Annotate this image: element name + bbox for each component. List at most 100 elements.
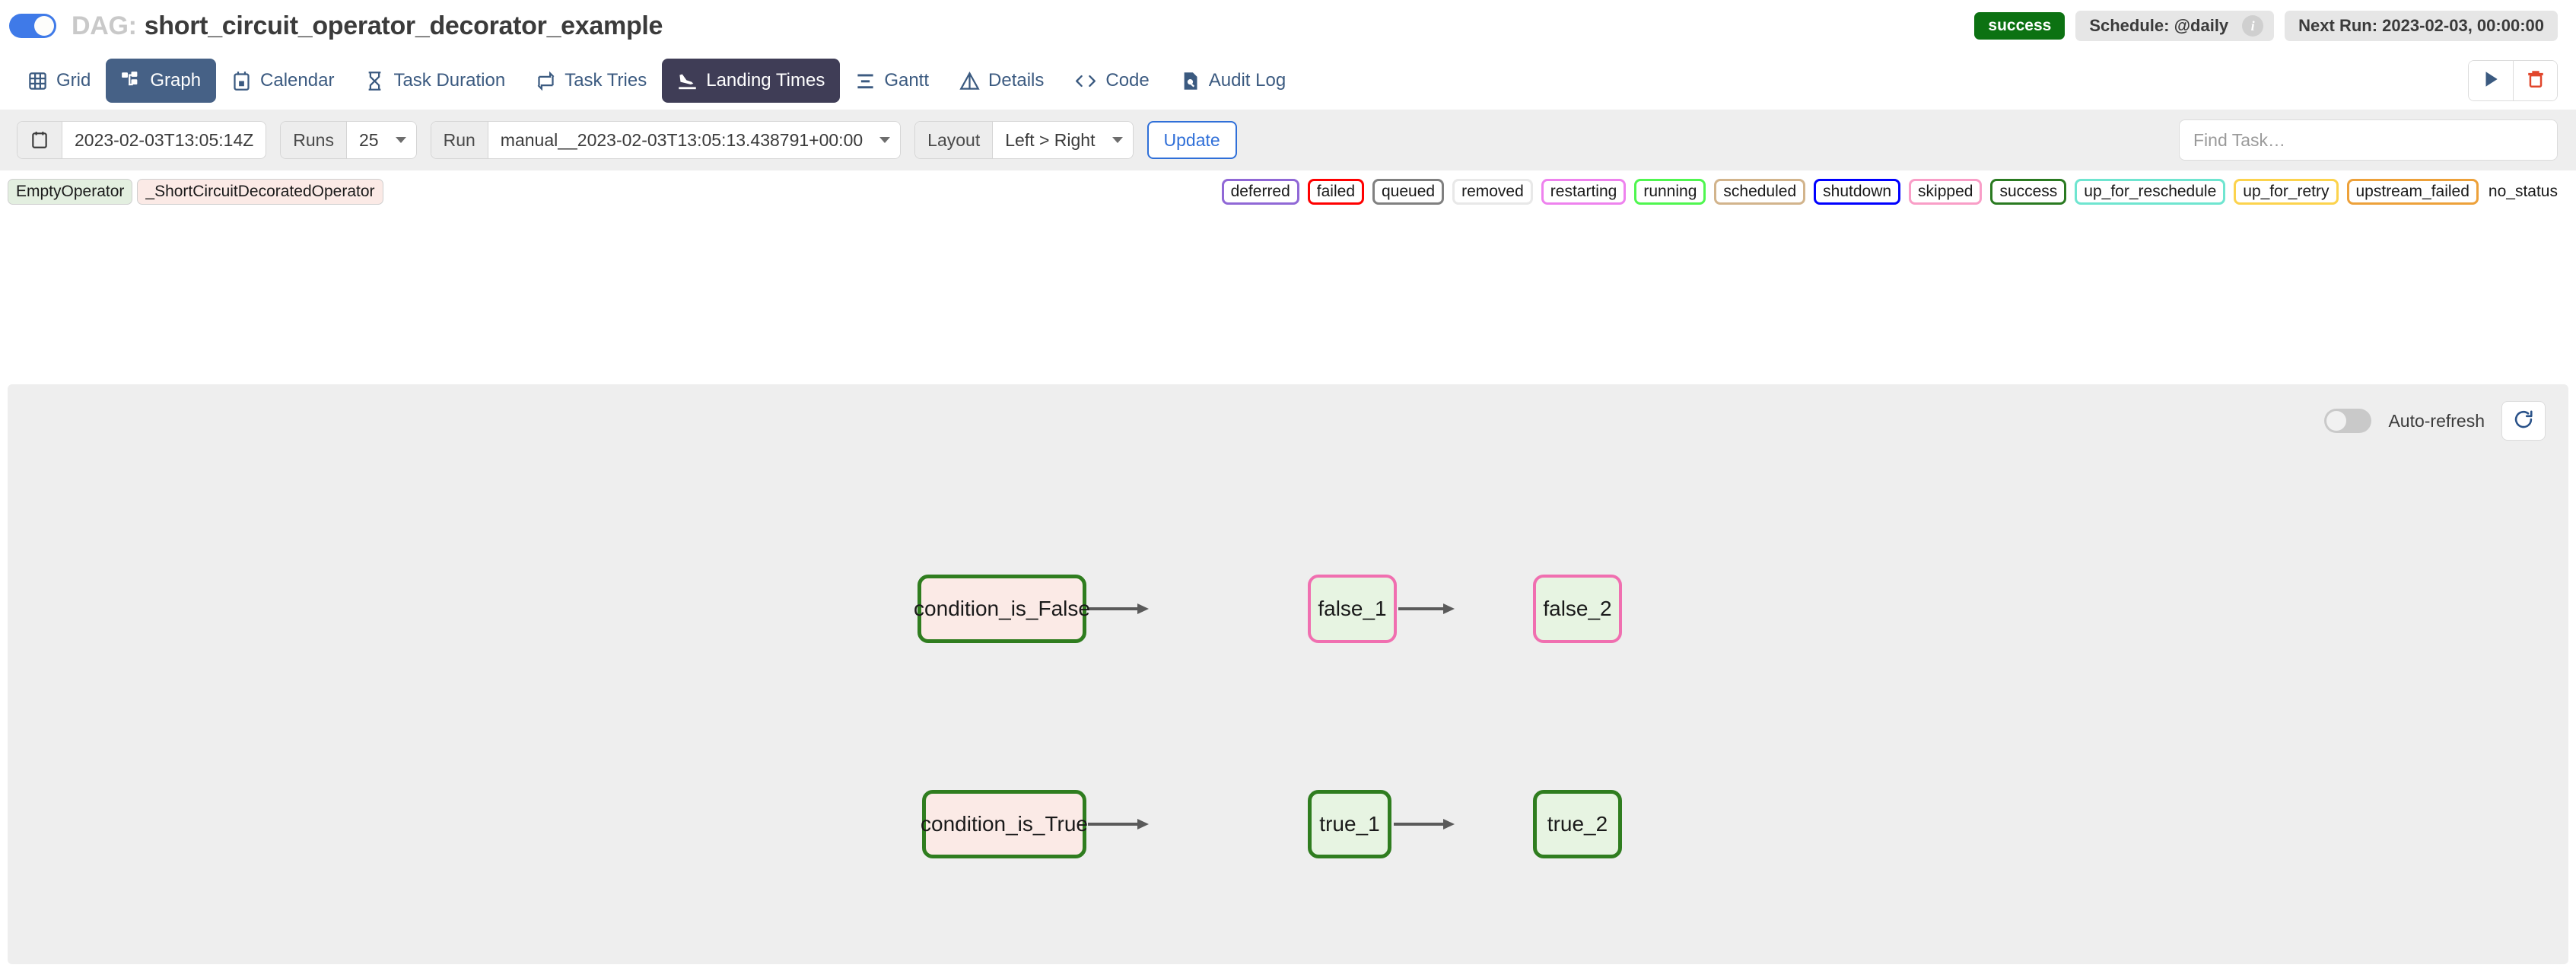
schedule-group: Schedule: @daily i (2075, 11, 2275, 41)
status-legend-pill[interactable]: upstream_failed (2346, 179, 2479, 205)
graph-filter-bar: 2023-02-03T13:05:14Z Runs 25 Run manual_… (0, 110, 2576, 170)
delete-dag-button[interactable] (2513, 61, 2557, 100)
layout-group: Layout Left > Right (914, 121, 1134, 159)
dag-prefix-label: DAG: (72, 11, 137, 40)
gantt-icon (855, 71, 876, 91)
next-run-label: Next Run: 2023-02-03, 00:00:00 (2285, 11, 2558, 41)
run-value: manual__2023-02-03T13:05:13.438791+00:00 (500, 129, 863, 150)
tab-label: Calendar (260, 70, 335, 91)
tab-grid[interactable]: Grid (12, 59, 106, 103)
status-legend-pill[interactable]: removed (1452, 179, 1533, 205)
runs-select[interactable]: 25 (346, 122, 416, 158)
layout-value: Left > Right (1005, 129, 1096, 150)
tab-label: Details (988, 70, 1045, 91)
runs-label: Runs (281, 122, 347, 158)
graph-node[interactable]: condition_is_False (914, 575, 1090, 643)
operator-legend-pill[interactable]: EmptyOperator (8, 179, 133, 205)
tab-label: Gantt (884, 70, 930, 91)
tab-label: Landing Times (706, 70, 825, 91)
hourglass-icon (364, 71, 385, 91)
runs-value: 25 (358, 129, 379, 150)
dag-status-badge: success (1974, 12, 2066, 40)
refresh-icon (2513, 409, 2534, 434)
status-legend-pill[interactable]: deferred (1221, 179, 1299, 205)
code-icon (1074, 71, 1097, 91)
graph-node[interactable]: true_2 (1533, 790, 1622, 858)
landing-plane-icon (677, 71, 698, 91)
graph-edge (1398, 603, 1455, 619)
graph-node[interactable]: true_1 (1308, 790, 1391, 858)
play-icon (2481, 69, 2501, 93)
chevron-down-icon (1111, 137, 1123, 143)
graph-node[interactable]: false_2 (1533, 575, 1622, 643)
run-select[interactable]: manual__2023-02-03T13:05:13.438791+00:00 (488, 122, 901, 158)
base-date-group: 2023-02-03T13:05:14Z (17, 121, 267, 159)
info-icon[interactable]: i (2242, 15, 2264, 37)
operator-legend-pill[interactable]: _ShortCircuitDecoratedOperator (137, 179, 383, 205)
dag-action-buttons (2468, 60, 2558, 101)
run-group: Run manual__2023-02-03T13:05:13.438791+0… (430, 121, 902, 159)
graph-icon (121, 71, 142, 91)
schedule-label: Schedule: @daily (2089, 16, 2229, 35)
auto-refresh-label: Auto-refresh (2388, 410, 2485, 431)
warning-icon (959, 71, 980, 91)
status-legend-pill[interactable]: success (1990, 179, 2067, 205)
status-legend-pill[interactable]: scheduled (1714, 179, 1806, 205)
tab-audit-log[interactable]: Audit Log (1165, 59, 1301, 103)
run-label: Run (431, 122, 488, 158)
calendar-icon (231, 71, 252, 91)
trash-icon (2526, 69, 2546, 93)
tab-landing-times[interactable]: Landing Times (662, 59, 841, 103)
layout-label: Layout (915, 122, 994, 158)
status-legend-pill[interactable]: failed (1307, 179, 1364, 205)
tab-task-tries[interactable]: Task Tries (520, 59, 662, 103)
graph-edge (1394, 818, 1455, 834)
update-button[interactable]: Update (1146, 121, 1237, 159)
tab-calendar[interactable]: Calendar (216, 59, 349, 103)
tab-label: Grid (56, 70, 91, 91)
page-title: short_circuit_operator_decorator_example (144, 11, 663, 40)
status-legend-pill[interactable]: shutdown (1814, 179, 1901, 205)
calendar-icon[interactable] (17, 122, 62, 158)
tab-label: Task Duration (393, 70, 506, 91)
tab-label: Code (1105, 70, 1150, 91)
graph-node[interactable]: false_1 (1308, 575, 1397, 643)
chevron-down-icon (879, 137, 891, 143)
dag-pause-toggle[interactable] (9, 14, 56, 38)
operator-legend: EmptyOperator_ShortCircuitDecoratedOpera… (3, 179, 383, 205)
dag-tab-bar: Grid Graph Calendar (0, 52, 2576, 110)
graph-node[interactable]: condition_is_True (921, 790, 1088, 858)
status-legend-pill[interactable]: queued (1372, 179, 1445, 205)
status-legend-pill[interactable]: restarting (1541, 179, 1627, 205)
auto-refresh-toggle[interactable] (2324, 409, 2372, 433)
tab-graph[interactable]: Graph (106, 59, 217, 103)
status-legend-pill[interactable]: skipped (1909, 179, 1983, 205)
layout-select[interactable]: Left > Right (993, 122, 1133, 158)
legend-row: EmptyOperator_ShortCircuitDecoratedOpera… (0, 170, 2576, 213)
trigger-dag-button[interactable] (2469, 61, 2513, 100)
tab-label: Audit Log (1208, 70, 1286, 91)
status-legend-pill[interactable]: up_for_retry (2234, 179, 2339, 205)
refresh-button[interactable] (2501, 401, 2546, 441)
header-status-group: success Schedule: @daily i Next Run: 202… (1974, 11, 2558, 41)
base-date-input[interactable]: 2023-02-03T13:05:14Z (62, 122, 266, 158)
graph-edge (1088, 603, 1149, 619)
chevron-down-icon (395, 137, 406, 143)
find-task-input[interactable]: Find Task… (2179, 119, 2558, 161)
grid-icon (27, 71, 48, 91)
toggle-knob (2326, 411, 2347, 431)
tab-task-duration[interactable]: Task Duration (349, 59, 520, 103)
graph-edge (1088, 818, 1149, 834)
status-legend-pill[interactable]: running (1634, 179, 1706, 205)
page-header: DAG: short_circuit_operator_decorator_ex… (0, 0, 2576, 52)
graph-controls: Auto-refresh (2324, 401, 2546, 441)
tab-code[interactable]: Code (1059, 59, 1164, 103)
tab-details[interactable]: Details (944, 59, 1059, 103)
tab-gantt[interactable]: Gantt (840, 59, 944, 103)
tab-label: Task Tries (564, 70, 647, 91)
status-legend-pill[interactable]: up_for_reschedule (2075, 179, 2226, 205)
toggle-knob (34, 16, 54, 36)
graph-canvas[interactable]: Auto-refresh condition_is_False false_1 fa… (8, 384, 2568, 964)
status-legend-pill: no_status (2488, 183, 2558, 200)
runs-group: Runs 25 (280, 121, 417, 159)
